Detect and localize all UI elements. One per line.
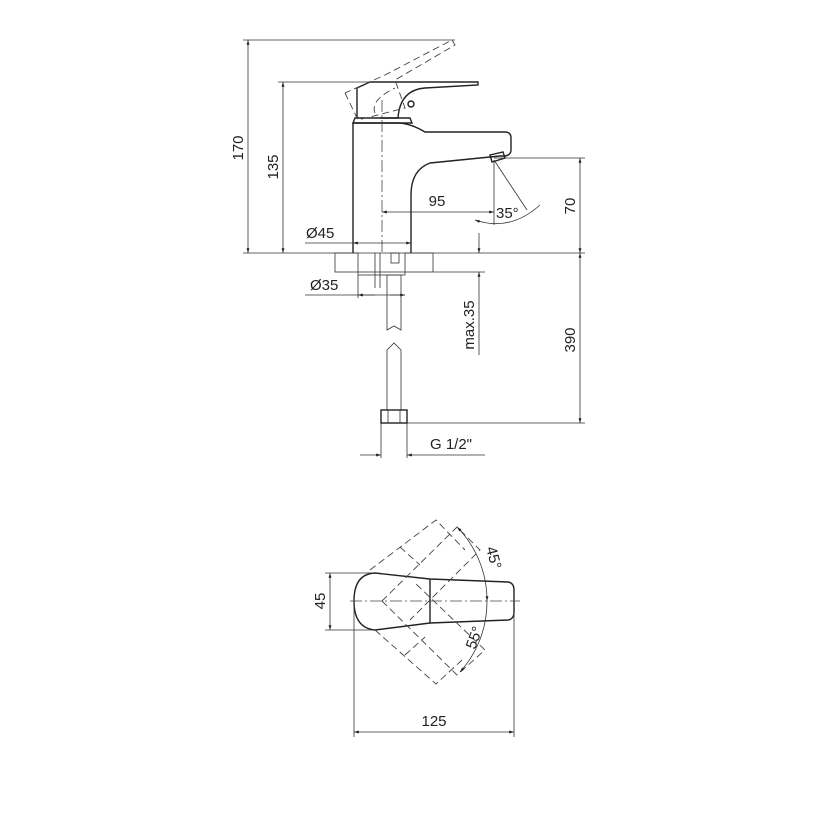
dim-rotation-down: 55°: [463, 624, 487, 651]
dim-spout-reach: 95: [429, 193, 446, 210]
dim-total-height: 170: [230, 135, 247, 160]
dim-lever-width: 45: [312, 593, 329, 610]
dim-lever-height: 135: [265, 154, 282, 179]
dim-body-diameter: Ø45: [306, 225, 334, 242]
faucet-body: [344, 39, 512, 253]
dim-hose-length: 390: [562, 327, 579, 352]
flexible-hose: [380, 274, 408, 424]
dim-connection-thread: G 1/2": [430, 436, 472, 453]
dim-total-length: 125: [421, 713, 446, 730]
dim-spout-height: 70: [562, 198, 579, 215]
dim-rotation-up: 45°: [482, 545, 504, 571]
top-view: 45° 55° 45 125: [312, 519, 520, 737]
countertop-section: [334, 252, 434, 288]
dim-spout-angle: 35°: [496, 205, 519, 222]
dim-max-counter-thickness: max.35: [461, 300, 478, 349]
side-view: 170 135 95 35° 70 Ø45 Ø35 max.35: [230, 39, 585, 458]
dim-hole-diameter: Ø35: [310, 277, 338, 294]
lever-outline: [353, 572, 515, 631]
